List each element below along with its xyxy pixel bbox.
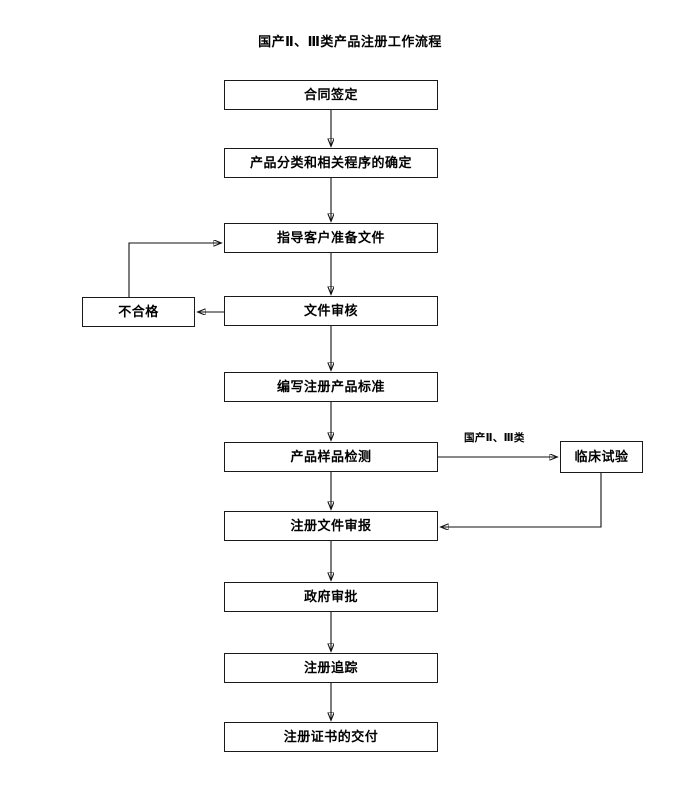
node-contract-signing[interactable]: 合同签定 [224,80,438,110]
node-product-classification[interactable]: 产品分类和相关程序的确定 [224,148,438,178]
node-write-product-standard[interactable]: 编写注册产品标准 [224,372,438,402]
page-title: 国产Ⅱ、Ⅲ类产品注册工作流程 [258,35,442,50]
node-product-sample-testing[interactable]: 产品样品检测 [224,442,438,472]
node-registration-submission[interactable]: 注册文件审报 [224,511,438,541]
node-guide-client-documents[interactable]: 指导客户准备文件 [224,223,438,253]
node-clinical-trial[interactable]: 临床试验 [560,441,643,473]
connector-clinical-n7 [441,473,602,527]
edge-label-domestic-class-2-3: 国产Ⅱ、Ⅲ类 [464,432,525,444]
node-certificate-delivery[interactable]: 注册证书的交付 [224,722,438,752]
node-unqualified[interactable]: 不合格 [82,297,195,327]
node-registration-tracking[interactable]: 注册追踪 [224,653,438,683]
node-government-approval[interactable]: 政府审批 [224,582,438,612]
node-document-review[interactable]: 文件审核 [224,296,438,326]
connector-reject-n3 [128,243,221,297]
